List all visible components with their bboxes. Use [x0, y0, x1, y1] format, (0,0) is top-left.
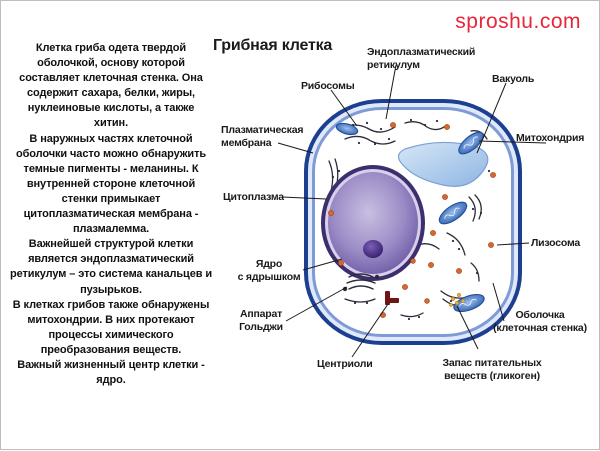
watermark: sproshu.com: [455, 10, 581, 33]
description-line: митохондрии. В них протекают: [27, 313, 195, 326]
description-line: ретикулум – это система канальцев и: [9, 268, 213, 281]
leader-lines: [277, 64, 547, 358]
label-line: Центриоли: [317, 358, 373, 370]
description-text: Клетка гриба одета твердой оболочкой, ос…: [7, 41, 215, 388]
label-line: Вакуоль: [492, 73, 535, 85]
label-line: Плазматическая: [221, 124, 304, 136]
label-line: Оболочка: [515, 309, 565, 321]
nucleolus: [363, 240, 383, 258]
label-line: Митохондрия: [516, 132, 585, 144]
description-line: нуклеиновые кислоты, а также: [27, 102, 195, 115]
label-lysosome: Лизосома: [531, 237, 580, 250]
label-mitochondrion: Митохондрия: [516, 132, 584, 145]
description-line: преобразования веществ.: [40, 343, 182, 356]
description-line: содержит сахара, белки, жиры,: [26, 87, 196, 100]
label-cell-wall: Оболочка (клеточная стенка): [489, 309, 591, 334]
label-line: ретикулум: [367, 58, 420, 71]
description-line: темные пигменты - меланины. К: [23, 162, 199, 175]
label-endoplasmic-reticulum: Эндоплазматический ретикулум: [367, 46, 475, 71]
description-line: пузырьков.: [80, 283, 142, 296]
ribosomes: [331, 118, 491, 321]
description-line: процессы химического: [48, 328, 174, 341]
description-line: хитин.: [93, 117, 129, 130]
description-line: Важный жизненный центр клетки -: [17, 358, 205, 371]
nucleus: [321, 165, 425, 281]
description-line: стенки примыкает: [61, 192, 161, 205]
description-line: В наружных частях клеточной: [29, 132, 193, 145]
label-line: с ядрышком: [237, 270, 301, 283]
label-cytoplasm: Цитоплазма: [223, 191, 284, 204]
description-line: оболочки часто можно обнаружить: [15, 147, 207, 160]
centrioles: [385, 291, 399, 305]
description-line: В клетках грибов также обнаружены: [12, 298, 210, 311]
label-plasma-membrane: Плазматическая мембрана: [221, 124, 303, 149]
description-line: Клетка гриба одета твердой: [35, 42, 187, 54]
label-line: Гольджи: [239, 320, 283, 333]
label-line: Аппарат: [239, 308, 283, 320]
description-line: является эндоплазматический: [28, 253, 194, 266]
label-line: мембрана: [221, 136, 272, 149]
description-line: ядро.: [96, 374, 126, 387]
label-centrioles: Центриоли: [317, 358, 373, 371]
diagram-title: Грибная клетка: [213, 37, 333, 54]
label-line: (клеточная стенка): [493, 321, 587, 334]
label-vacuole: Вакуоль: [492, 73, 534, 86]
description-line: внутренней стороне клеточной: [26, 177, 196, 190]
label-golgi: Аппарат Гольджи: [231, 308, 291, 333]
label-line: Запас питательных: [442, 357, 542, 369]
glycogen-granules: [449, 292, 466, 307]
label-nucleus: Ядро с ядрышком: [234, 258, 304, 283]
label-line: Эндоплазматический: [367, 46, 476, 58]
description-line: оболочкой, основу которой: [37, 57, 185, 70]
label-glycogen: Запас питательных веществ (гликоген): [436, 357, 548, 382]
label-line: Цитоплазма: [223, 191, 284, 203]
label-line: Ядро: [255, 258, 283, 270]
label-ribosomes: Рибосомы: [301, 80, 355, 93]
description-line: составляет клеточная стенка. Она: [19, 72, 203, 85]
label-line: Лизосома: [531, 237, 581, 249]
description-line: Важнейшей структурой клетки: [28, 238, 194, 251]
description-line: цитоплазматическая мембрана -: [23, 208, 199, 221]
golgi-apparatus: [342, 273, 380, 292]
lysosomes: [328, 122, 496, 318]
label-line: веществ (гликоген): [444, 369, 540, 382]
mitochondria: [335, 122, 485, 313]
description-line: плазмалемма.: [72, 223, 150, 236]
label-line: Рибосомы: [301, 80, 355, 92]
